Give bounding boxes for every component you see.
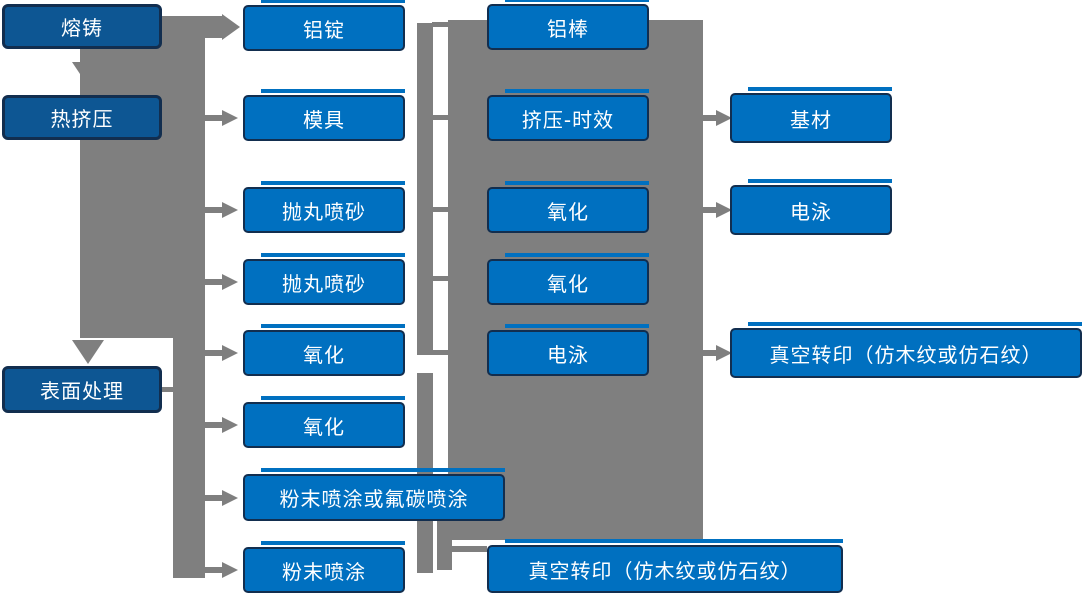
node-oxidation-3: 氧化 — [487, 181, 649, 233]
node-substrate: 基材 — [730, 87, 892, 143]
node-electrophoresis-2: 电泳 — [730, 179, 892, 235]
connector-row-stub — [205, 350, 222, 356]
arrowhead-down-icon — [72, 340, 104, 364]
connector-row-stub — [205, 115, 222, 121]
connector-row-stub — [205, 207, 222, 213]
node-oxidation-1: 氧化 — [243, 324, 405, 376]
arrowhead-right-icon — [222, 345, 238, 361]
node-hot-extrusion: 热挤压 — [2, 95, 162, 140]
arrowhead-right-icon — [716, 202, 732, 218]
arrowhead-right-icon — [716, 345, 732, 361]
node-surface-treatment: 表面处理 — [2, 366, 162, 413]
connector-out-stub — [703, 207, 716, 213]
connector-mid-link — [432, 115, 448, 120]
arrowhead-right-icon — [222, 110, 238, 126]
node-shot-blast-sandblast-1: 抛丸喷砂 — [243, 181, 405, 233]
arrowhead-right-icon — [222, 202, 238, 218]
arrowhead-right-icon — [222, 562, 238, 578]
arrowhead-right-icon — [222, 274, 238, 290]
connector-out-stub — [703, 115, 716, 121]
node-aluminum-rod: 铝棒 — [487, 0, 649, 50]
connector-left-band — [173, 338, 205, 578]
arrowhead-right-icon — [222, 417, 238, 433]
node-powder-spray: 粉末喷涂 — [243, 541, 405, 593]
node-oxidation-2: 氧化 — [243, 396, 405, 448]
connector-row-stub — [205, 279, 222, 285]
connector-row-stub — [205, 567, 222, 573]
node-electrophoresis-1: 电泳 — [487, 324, 649, 376]
connector-row-stub — [205, 495, 222, 501]
connector-row-stub — [205, 422, 222, 428]
connector-bottom-link — [452, 546, 487, 552]
node-oxidation-4: 氧化 — [487, 253, 649, 305]
node-mold: 模具 — [243, 89, 405, 141]
arrowhead-right-icon — [716, 110, 732, 126]
connector-surface-stub — [162, 387, 173, 392]
connector-mid-band-upper — [417, 23, 433, 355]
arrowhead-right-icon — [222, 490, 238, 506]
connector-mid-link — [432, 207, 448, 212]
connector-mid-link — [432, 276, 448, 281]
node-vacuum-transfer-print-1: 真空转印（仿木纹或仿石纹） — [487, 539, 843, 593]
connector-mid-link — [432, 22, 448, 27]
connector-out-stub — [703, 350, 716, 356]
connector-mid-band-lower — [417, 373, 433, 573]
node-aluminum-ingot: 铝锭 — [243, 0, 405, 51]
node-melt-casting: 熔铸 — [2, 4, 162, 49]
node-extrusion-aging: 挤压-时效 — [487, 89, 649, 141]
connector-mid-link — [432, 350, 448, 355]
arrowhead-right-icon — [222, 14, 240, 40]
arrowhead-down-icon — [72, 62, 104, 86]
node-powder-or-fluorocarbon-spray: 粉末喷涂或氟碳喷涂 — [243, 468, 505, 521]
node-vacuum-transfer-print-2: 真空转印（仿木纹或仿石纹） — [730, 322, 1082, 378]
node-shot-blast-sandblast-2: 抛丸喷砂 — [243, 253, 405, 305]
